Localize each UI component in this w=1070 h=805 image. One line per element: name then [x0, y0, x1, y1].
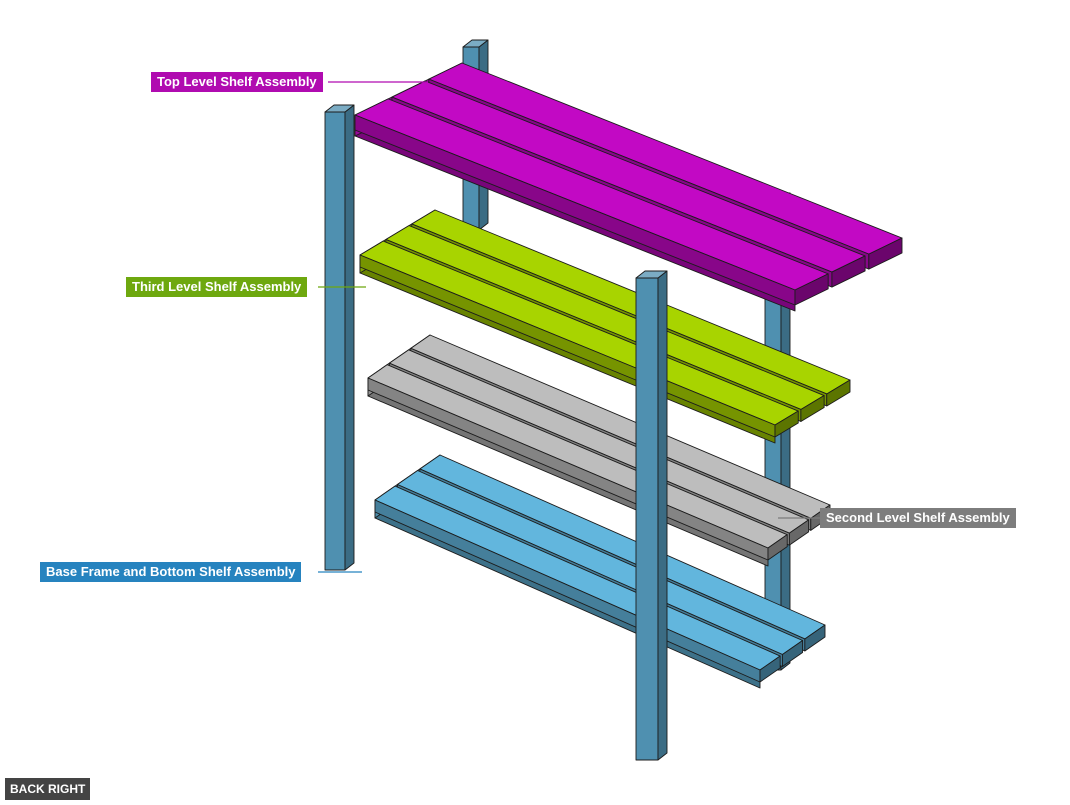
base-shelf-slat-end-3: [759, 655, 781, 683]
base-frame-label: Base Frame and Bottom Shelf Assembly: [40, 562, 302, 582]
third-shelf-label: Third Level Shelf Assembly: [126, 277, 308, 297]
front-left-post-cap: [324, 104, 355, 113]
third-shelf-slat-end-2: [800, 395, 825, 422]
front-right-post-front: [635, 277, 659, 761]
top-shelf-label: Top Level Shelf Assembly: [151, 72, 323, 92]
third-shelf-slat-end-3: [774, 410, 799, 438]
second-shelf-slat-end-2: [788, 519, 810, 546]
base-shelf-slat-end-1: [804, 624, 826, 652]
front-left-post-front: [324, 111, 346, 571]
back-left-post-cap: [462, 39, 489, 48]
front-right-post-cap: [635, 270, 668, 279]
top-shelf-slat-end-2: [831, 255, 866, 288]
base-shelf-slat-end-2: [781, 640, 804, 667]
top-shelf-slat-end-1: [868, 237, 903, 270]
third-shelf-slat-end-1: [826, 379, 851, 407]
top-shelf-slat-end-3: [794, 273, 829, 306]
view-orientation-label: BACK RIGHT: [5, 778, 91, 800]
front-left-post-side: [344, 104, 355, 571]
front-right-post-side: [657, 270, 668, 761]
second-shelf-slat-end-3: [767, 534, 788, 561]
second-shelf-label: Second Level Shelf Assembly: [820, 508, 1016, 528]
